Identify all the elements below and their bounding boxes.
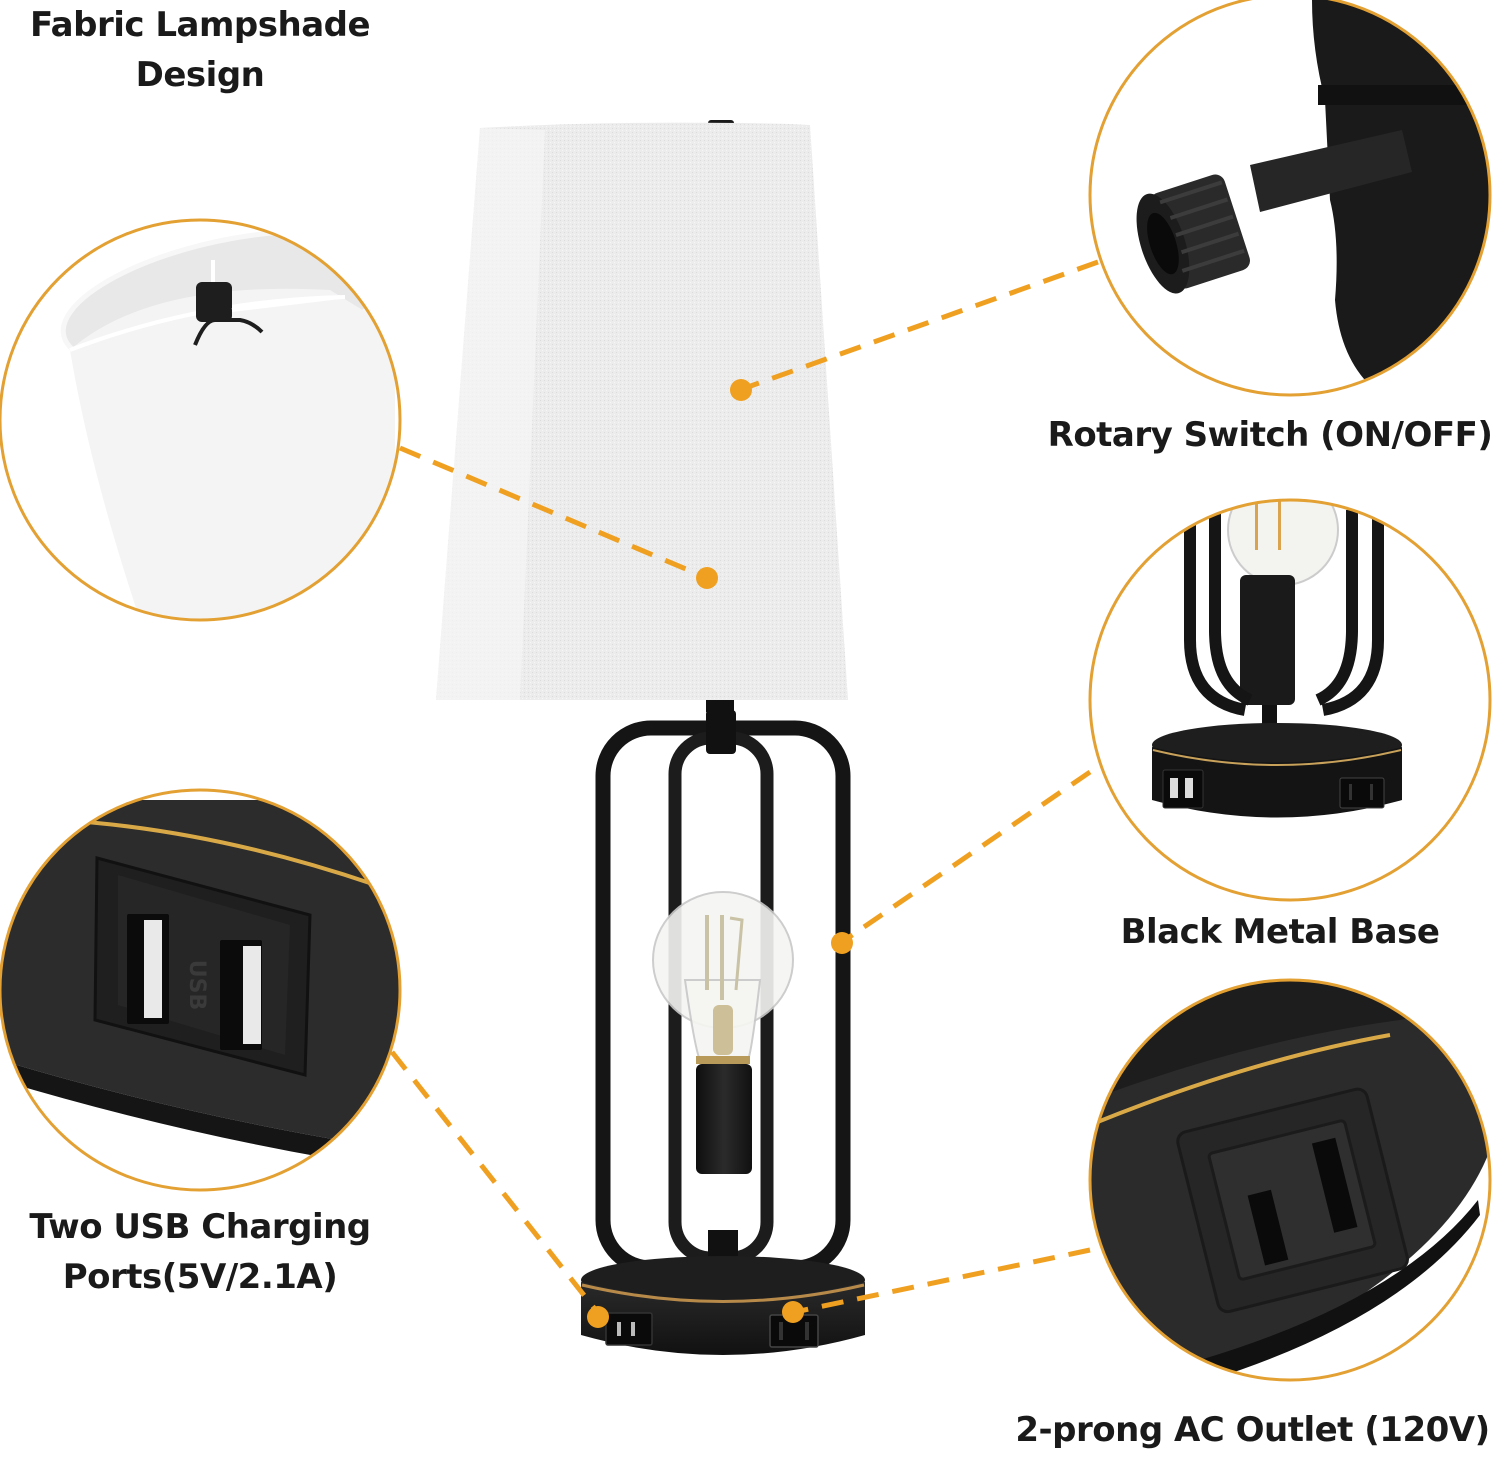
usb-ports-detail-circle: USB [0, 788, 402, 1192]
lampshade-label-line-2: Design [135, 55, 265, 95]
callout-dots [587, 379, 853, 1328]
rotary-switch-callout-label: Rotary Switch (ON/OFF) [1040, 410, 1500, 460]
ac-outlet-callout-label: 2-prong AC Outlet (120V) [1005, 1405, 1500, 1455]
lampshade-callout-label: Fabric Lampshade Design [0, 0, 400, 100]
lampshade [436, 122, 848, 700]
usb-port-label: USB [184, 960, 209, 1010]
ac-outlet-detail-circle [1088, 978, 1492, 1382]
metal-base-callout-label: Black Metal Base [1080, 907, 1480, 957]
rotary-switch-label-line-1: Rotary Switch (ON/OFF) [1047, 415, 1493, 455]
lamp-base [581, 1256, 865, 1355]
callout-connectors [390, 259, 1099, 1315]
ac-outlet-label-line-1: 2-prong AC Outlet (120V) [1015, 1410, 1490, 1450]
metal-base-label-line-1: Black Metal Base [1120, 912, 1440, 952]
usb-ports-callout-label: Two USB Charging Ports(5V/2.1A) [0, 1202, 400, 1302]
metal-base-detail-circle [1088, 498, 1492, 902]
lampshade-detail-circle [0, 218, 402, 622]
main-lamp [436, 120, 865, 1355]
bulb [652, 891, 794, 1064]
usb-ports-label-line-1: Two USB Charging [29, 1207, 371, 1247]
lampshade-label-line-1: Fabric Lampshade [29, 5, 371, 45]
usb-ports-label-line-2: Ports(5V/2.1A) [62, 1257, 338, 1297]
rotary-switch-detail-circle [1088, 0, 1492, 397]
